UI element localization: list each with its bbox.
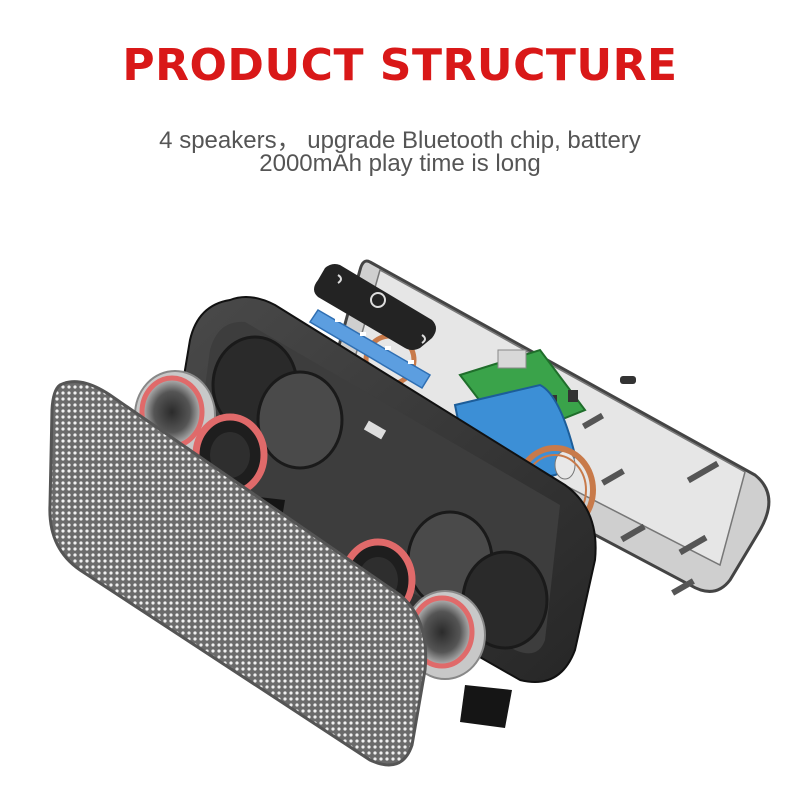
exploded-speaker-illustration xyxy=(48,259,771,767)
button-panel xyxy=(314,264,436,350)
button-flex-cable xyxy=(308,308,432,390)
page-title: PRODUCT STRUCTURE xyxy=(122,40,678,91)
driver-opening xyxy=(256,370,344,470)
speaker-grille xyxy=(48,380,428,767)
small-button-cap xyxy=(620,376,636,384)
subtitle-line-2: 2000mAh play time is long xyxy=(259,150,541,177)
subtitle-line-1: 4 speakers， upgrade Bluetooth chip, batt… xyxy=(159,127,641,154)
foam-pad xyxy=(460,685,512,728)
front-housing xyxy=(173,295,597,683)
